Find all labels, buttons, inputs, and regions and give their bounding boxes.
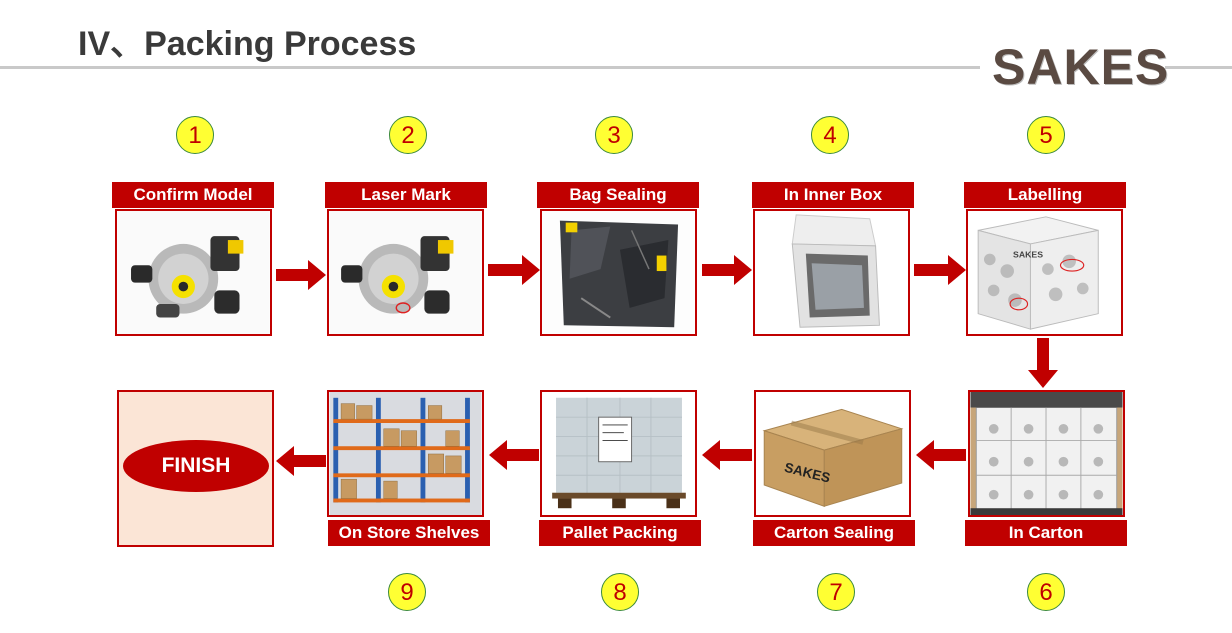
title-rule-right (1165, 66, 1232, 69)
step-2-label: Laser Mark (325, 182, 487, 208)
step-7-image: SAKES (754, 390, 911, 517)
finish-box: FINISH (117, 390, 274, 547)
step-8-label: Pallet Packing (539, 520, 701, 546)
step-1-label: Confirm Model (112, 182, 274, 208)
sealed-bag-photo (542, 211, 695, 334)
arrow-right-4 (914, 255, 966, 285)
arrow-left-3 (489, 440, 539, 470)
step-4-label: In Inner Box (752, 182, 914, 208)
inner-box-photo (755, 211, 908, 334)
step-1-image (115, 209, 272, 336)
step-1-number: 1 (176, 116, 214, 154)
step-2-image (327, 209, 484, 336)
step-7-label: Carton Sealing (753, 520, 915, 546)
laser-marked-pump-photo (329, 211, 482, 334)
step-2-number: 2 (389, 116, 427, 154)
water-pump-photo (117, 211, 270, 334)
step-7-number: 7 (817, 573, 855, 611)
step-5-image: SAKES (966, 209, 1123, 336)
sealed-carton-photo: SAKES (756, 392, 909, 515)
step-8-number: 8 (601, 573, 639, 611)
step-3-label: Bag Sealing (537, 182, 699, 208)
step-3-image (540, 209, 697, 336)
page-title: IV、Packing Process (78, 25, 417, 63)
step-5-label: Labelling (964, 182, 1126, 208)
arrow-right-3 (702, 255, 752, 285)
arrow-left-4 (276, 446, 326, 476)
sakes-logo: SAKES (992, 39, 1170, 95)
arrow-right-1 (276, 260, 326, 290)
step-4-image (753, 209, 910, 336)
labelled-box-photo: SAKES (968, 211, 1121, 334)
step-9-image (327, 390, 484, 517)
step-3-number: 3 (595, 116, 633, 154)
title-rule-left (0, 66, 980, 69)
store-shelves-photo (329, 392, 482, 515)
step-6-number: 6 (1027, 573, 1065, 611)
step-5-number: 5 (1027, 116, 1065, 154)
step-9-label: On Store Shelves (328, 520, 490, 546)
step-6-image (968, 390, 1125, 517)
finish-oval: FINISH (123, 440, 269, 492)
step-4-number: 4 (811, 116, 849, 154)
step-9-number: 9 (388, 573, 426, 611)
arrow-left-2 (702, 440, 752, 470)
arrow-left-1 (916, 440, 966, 470)
box-logo-text: SAKES (1013, 249, 1043, 259)
carton-contents-photo (970, 392, 1123, 515)
pallet-photo (542, 392, 695, 515)
arrow-down (1028, 338, 1058, 388)
arrow-right-2 (488, 255, 540, 285)
step-8-image (540, 390, 697, 517)
step-6-label: In Carton (965, 520, 1127, 546)
